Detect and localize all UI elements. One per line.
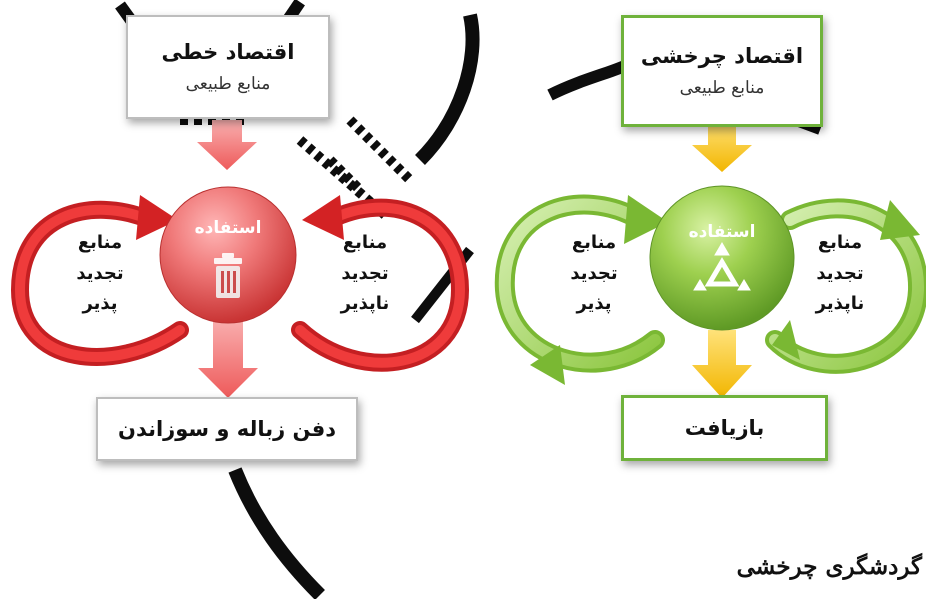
linear-output: دفن زباله و سوزاندن <box>118 417 336 441</box>
circular-left-loop <box>494 194 668 385</box>
linear-left-loop <box>10 195 189 366</box>
linear-left-label: منابع تجدید پذیر <box>60 228 140 320</box>
circular-left-label: منابع تجدید پذیر <box>554 228 634 320</box>
linear-right-label-line: منابع <box>342 232 388 253</box>
circular-left-label-line: منابع <box>571 232 617 253</box>
footer-heading: گردشگری چرخشی <box>736 553 922 580</box>
linear-source: منابع طبیعی <box>185 74 271 94</box>
linear-title-box: اقتصاد خطی منابع طبیعی <box>126 15 330 119</box>
trash-icon <box>214 253 242 298</box>
linear-use-label: استفاده <box>194 218 262 238</box>
circular-use-label: استفاده <box>688 222 756 242</box>
circular-right-label: منابع تجدید ناپذیر <box>800 228 880 320</box>
linear-left-label-line: منابع <box>77 232 123 253</box>
circular-arrow-down-top <box>692 120 752 172</box>
linear-right-label: منابع تجدید ناپذیر <box>325 228 405 320</box>
circular-output: بازیافت <box>684 416 765 440</box>
linear-left-label-line: تجدید <box>76 262 124 284</box>
circular-left-label-line: تجدید <box>570 262 618 284</box>
linear-right-label-line: تجدید <box>341 262 389 284</box>
linear-arrow-down-top <box>197 120 257 170</box>
linear-arrow-down-bottom <box>198 318 258 398</box>
circular-right-loop <box>765 198 926 374</box>
circular-right-label-line: تجدید <box>816 262 864 284</box>
linear-right-loop <box>291 195 470 372</box>
linear-right-label-line: ناپذیر <box>340 293 390 315</box>
circular-title-box: اقتصاد چرخشی منابع طبیعی <box>621 15 823 127</box>
circular-left-label-line: پذیر <box>576 293 612 315</box>
circular-output-box: بازیافت <box>621 395 828 461</box>
recycle-icon <box>693 242 751 291</box>
circular-arrow-down-bottom <box>692 330 752 398</box>
linear-title: اقتصاد خطی <box>161 40 295 64</box>
linear-left-label-line: پذیر <box>82 293 118 315</box>
circular-title: اقتصاد چرخشی <box>640 44 804 68</box>
linear-output-box: دفن زباله و سوزاندن <box>96 397 358 461</box>
circular-right-label-line: ناپذیر <box>815 293 865 315</box>
circular-source: منابع طبیعی <box>679 78 765 98</box>
circular-right-label-line: منابع <box>817 232 863 253</box>
